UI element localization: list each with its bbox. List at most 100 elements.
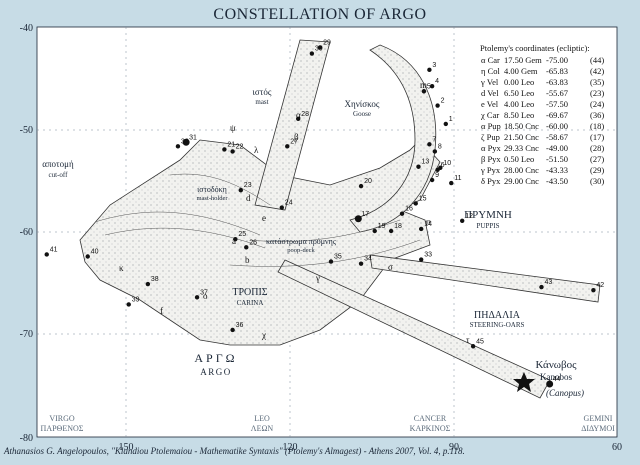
table-lon: 4.00 Gem	[504, 66, 538, 76]
star-number: 38	[151, 276, 159, 283]
star-dot	[438, 165, 443, 170]
star-number: 32	[181, 138, 189, 145]
table-num: (44)	[590, 55, 604, 65]
star-30: 30	[309, 46, 323, 56]
star-dot	[358, 261, 364, 266]
greek-letter: σ	[388, 262, 393, 272]
table-star: γ Vel	[480, 77, 499, 87]
katastroma-label: κατάστρωμα πρύμνης	[266, 237, 337, 246]
star-dot	[388, 228, 394, 234]
star-8: 8	[432, 143, 442, 154]
table-lat: -43.33	[546, 165, 568, 175]
kanobos-label: Κάνωβος	[536, 359, 578, 371]
table-lon: 18.50 Cnc	[504, 121, 539, 131]
argo-label: ΑΡΓΩ	[194, 351, 237, 365]
star-number: 12	[465, 213, 473, 220]
greek-designations: ψ α β λ m π σ γ a b e d κ f o χ τ	[119, 80, 470, 345]
star-number: 35	[334, 254, 342, 261]
star-dot	[244, 245, 249, 250]
star-dot	[317, 45, 323, 50]
greek-letter: a	[232, 236, 236, 246]
istodoke-en: mast-holder	[196, 195, 228, 202]
table-num: (27)	[590, 154, 604, 164]
table-star: α Car	[481, 55, 500, 65]
star-31: 31	[182, 134, 197, 146]
star-dot	[233, 236, 238, 242]
star-38: 38	[145, 276, 159, 287]
star-number: 23	[244, 182, 252, 189]
star-dot	[539, 284, 544, 290]
star-dot	[421, 89, 427, 94]
kanobos-note: (Canopus)	[546, 388, 584, 398]
star-12: 12	[460, 213, 473, 223]
star-10: 10	[438, 160, 451, 170]
star-dot	[429, 177, 435, 183]
zodiac-virgo-en: VIRGO	[49, 414, 75, 423]
katastroma-en: poop-deck	[287, 247, 315, 254]
star-3: 3	[427, 62, 436, 73]
star-dot	[460, 218, 465, 223]
istodoke-label: ιστοδόκη	[197, 185, 227, 194]
table-num: (35)	[590, 77, 604, 87]
zodiac-leo-gr: ΛΕΩΝ	[251, 424, 274, 433]
table-lat: -63.83	[546, 77, 568, 87]
table-lat: -51.50	[546, 154, 568, 164]
prymne-en: PUPPIS	[477, 222, 500, 230]
star-number: 11	[454, 175, 461, 182]
star-42: 42	[591, 282, 604, 293]
table-num: (36)	[590, 110, 604, 120]
x-tick: 60	[612, 442, 622, 453]
kanobos-en: Kanobos	[540, 372, 572, 382]
zodiac-cancer-gr: ΚΑΡΚΙΝΟΣ	[410, 424, 451, 433]
table-lat: -49.00	[546, 143, 568, 153]
table-num: (18)	[590, 121, 604, 131]
star-dot	[591, 287, 596, 293]
table-num: (17)	[590, 132, 604, 142]
star-36: 36	[230, 322, 243, 333]
zodiac-leo-en: LEO	[254, 414, 270, 423]
star-number: 42	[596, 282, 604, 289]
y-axis: -40 -50 -60 -70 -80	[20, 23, 33, 444]
star-21: 21	[222, 141, 235, 152]
apotome-en: cut-off	[49, 171, 69, 179]
star-14: 14	[419, 221, 432, 232]
star-dot	[443, 121, 448, 127]
table-star: e Vel	[481, 99, 499, 109]
star-4: 4	[429, 78, 439, 89]
x-tick: 90	[449, 442, 459, 453]
greek-letter: o	[203, 291, 208, 301]
star-number: 2	[441, 98, 445, 105]
star-dot	[85, 254, 90, 259]
greek-letter: f	[160, 306, 163, 316]
greek-letter: τ	[466, 335, 470, 345]
star-18: 18	[388, 223, 402, 234]
star-number: 41	[50, 246, 58, 253]
tropis-label: ΤΡΟΠΙΣ	[232, 287, 267, 298]
star-number: 10	[443, 160, 451, 167]
y-tick: -60	[20, 227, 33, 238]
table-star: δ Pyx	[481, 176, 501, 186]
star-dot	[44, 252, 49, 257]
greek-letter: e	[262, 213, 266, 223]
star-dot	[435, 103, 440, 108]
star-15: 15	[413, 195, 427, 206]
star-dot	[419, 257, 424, 262]
pedalia-label: ΠΗΔΑΛΙΑ	[474, 310, 521, 321]
region-labels: ιστός mast Χηνίσκος Goose αποτομή cut-of…	[42, 87, 584, 398]
greek-letter: β	[294, 132, 299, 142]
table-lat: -57.50	[546, 99, 568, 109]
table-star: η Col	[481, 66, 500, 76]
star-22: 22	[230, 143, 243, 154]
star-dot	[222, 147, 227, 152]
table-lon: 28.00 Cnc	[504, 165, 539, 175]
map-title: CONSTELLATION OF ARGO	[213, 6, 427, 23]
table-lon: 21.50 Cnc	[504, 132, 539, 142]
cheniskos-label: Χηνίσκος	[345, 99, 380, 109]
greek-letter: d	[246, 193, 251, 203]
table-num: (28)	[590, 143, 604, 153]
table-lon: 0.50 Leo	[504, 154, 534, 164]
mast	[254, 39, 331, 211]
steering-oar-long	[277, 259, 551, 399]
